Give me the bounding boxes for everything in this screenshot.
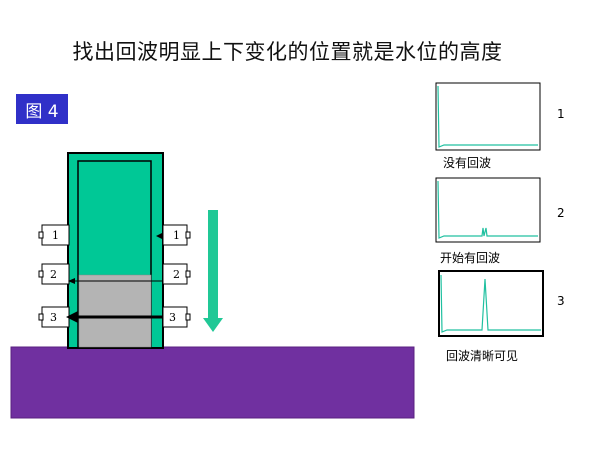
signal-arrow-3 — [66, 311, 163, 323]
right-sensor-1 — [162, 224, 191, 246]
left-sensor-1 — [38, 224, 70, 246]
scope-panel-1 — [435, 82, 541, 151]
left-sensor-1-label: 1 — [52, 229, 59, 242]
right-sensor-3 — [162, 306, 191, 328]
left-sensor-2 — [38, 263, 70, 285]
left-sensor-3-label: 3 — [50, 311, 57, 324]
scope-1-caption: 没有回波 — [443, 156, 492, 170]
scope-1-number: 1 — [557, 107, 565, 121]
scope-panel-2 — [435, 177, 541, 243]
scope-panel-3 — [438, 270, 544, 337]
scope-2-caption: 开始有回波 — [440, 251, 501, 265]
signal-arrow-1 — [156, 233, 163, 239]
right-sensor-2 — [162, 263, 191, 285]
page-title: 找出回波明显上下变化的位置就是水位的高度 — [72, 40, 503, 64]
water-fill — [78, 274, 152, 348]
down-arrow-icon — [203, 210, 223, 332]
signal-arrow-2 — [68, 278, 163, 284]
ground-block — [10, 346, 415, 419]
right-sensor-2-label: 2 — [173, 268, 180, 281]
right-sensor-1-label: 1 — [173, 229, 180, 242]
figure-badge: 图 4 — [16, 94, 68, 124]
scope-3-number: 3 — [557, 294, 565, 308]
scope-2-number: 2 — [557, 206, 565, 220]
scope-3-caption: 回波清晰可见 — [446, 349, 519, 363]
right-sensor-3-label: 3 — [169, 311, 176, 324]
left-sensor-2-label: 2 — [50, 268, 57, 281]
